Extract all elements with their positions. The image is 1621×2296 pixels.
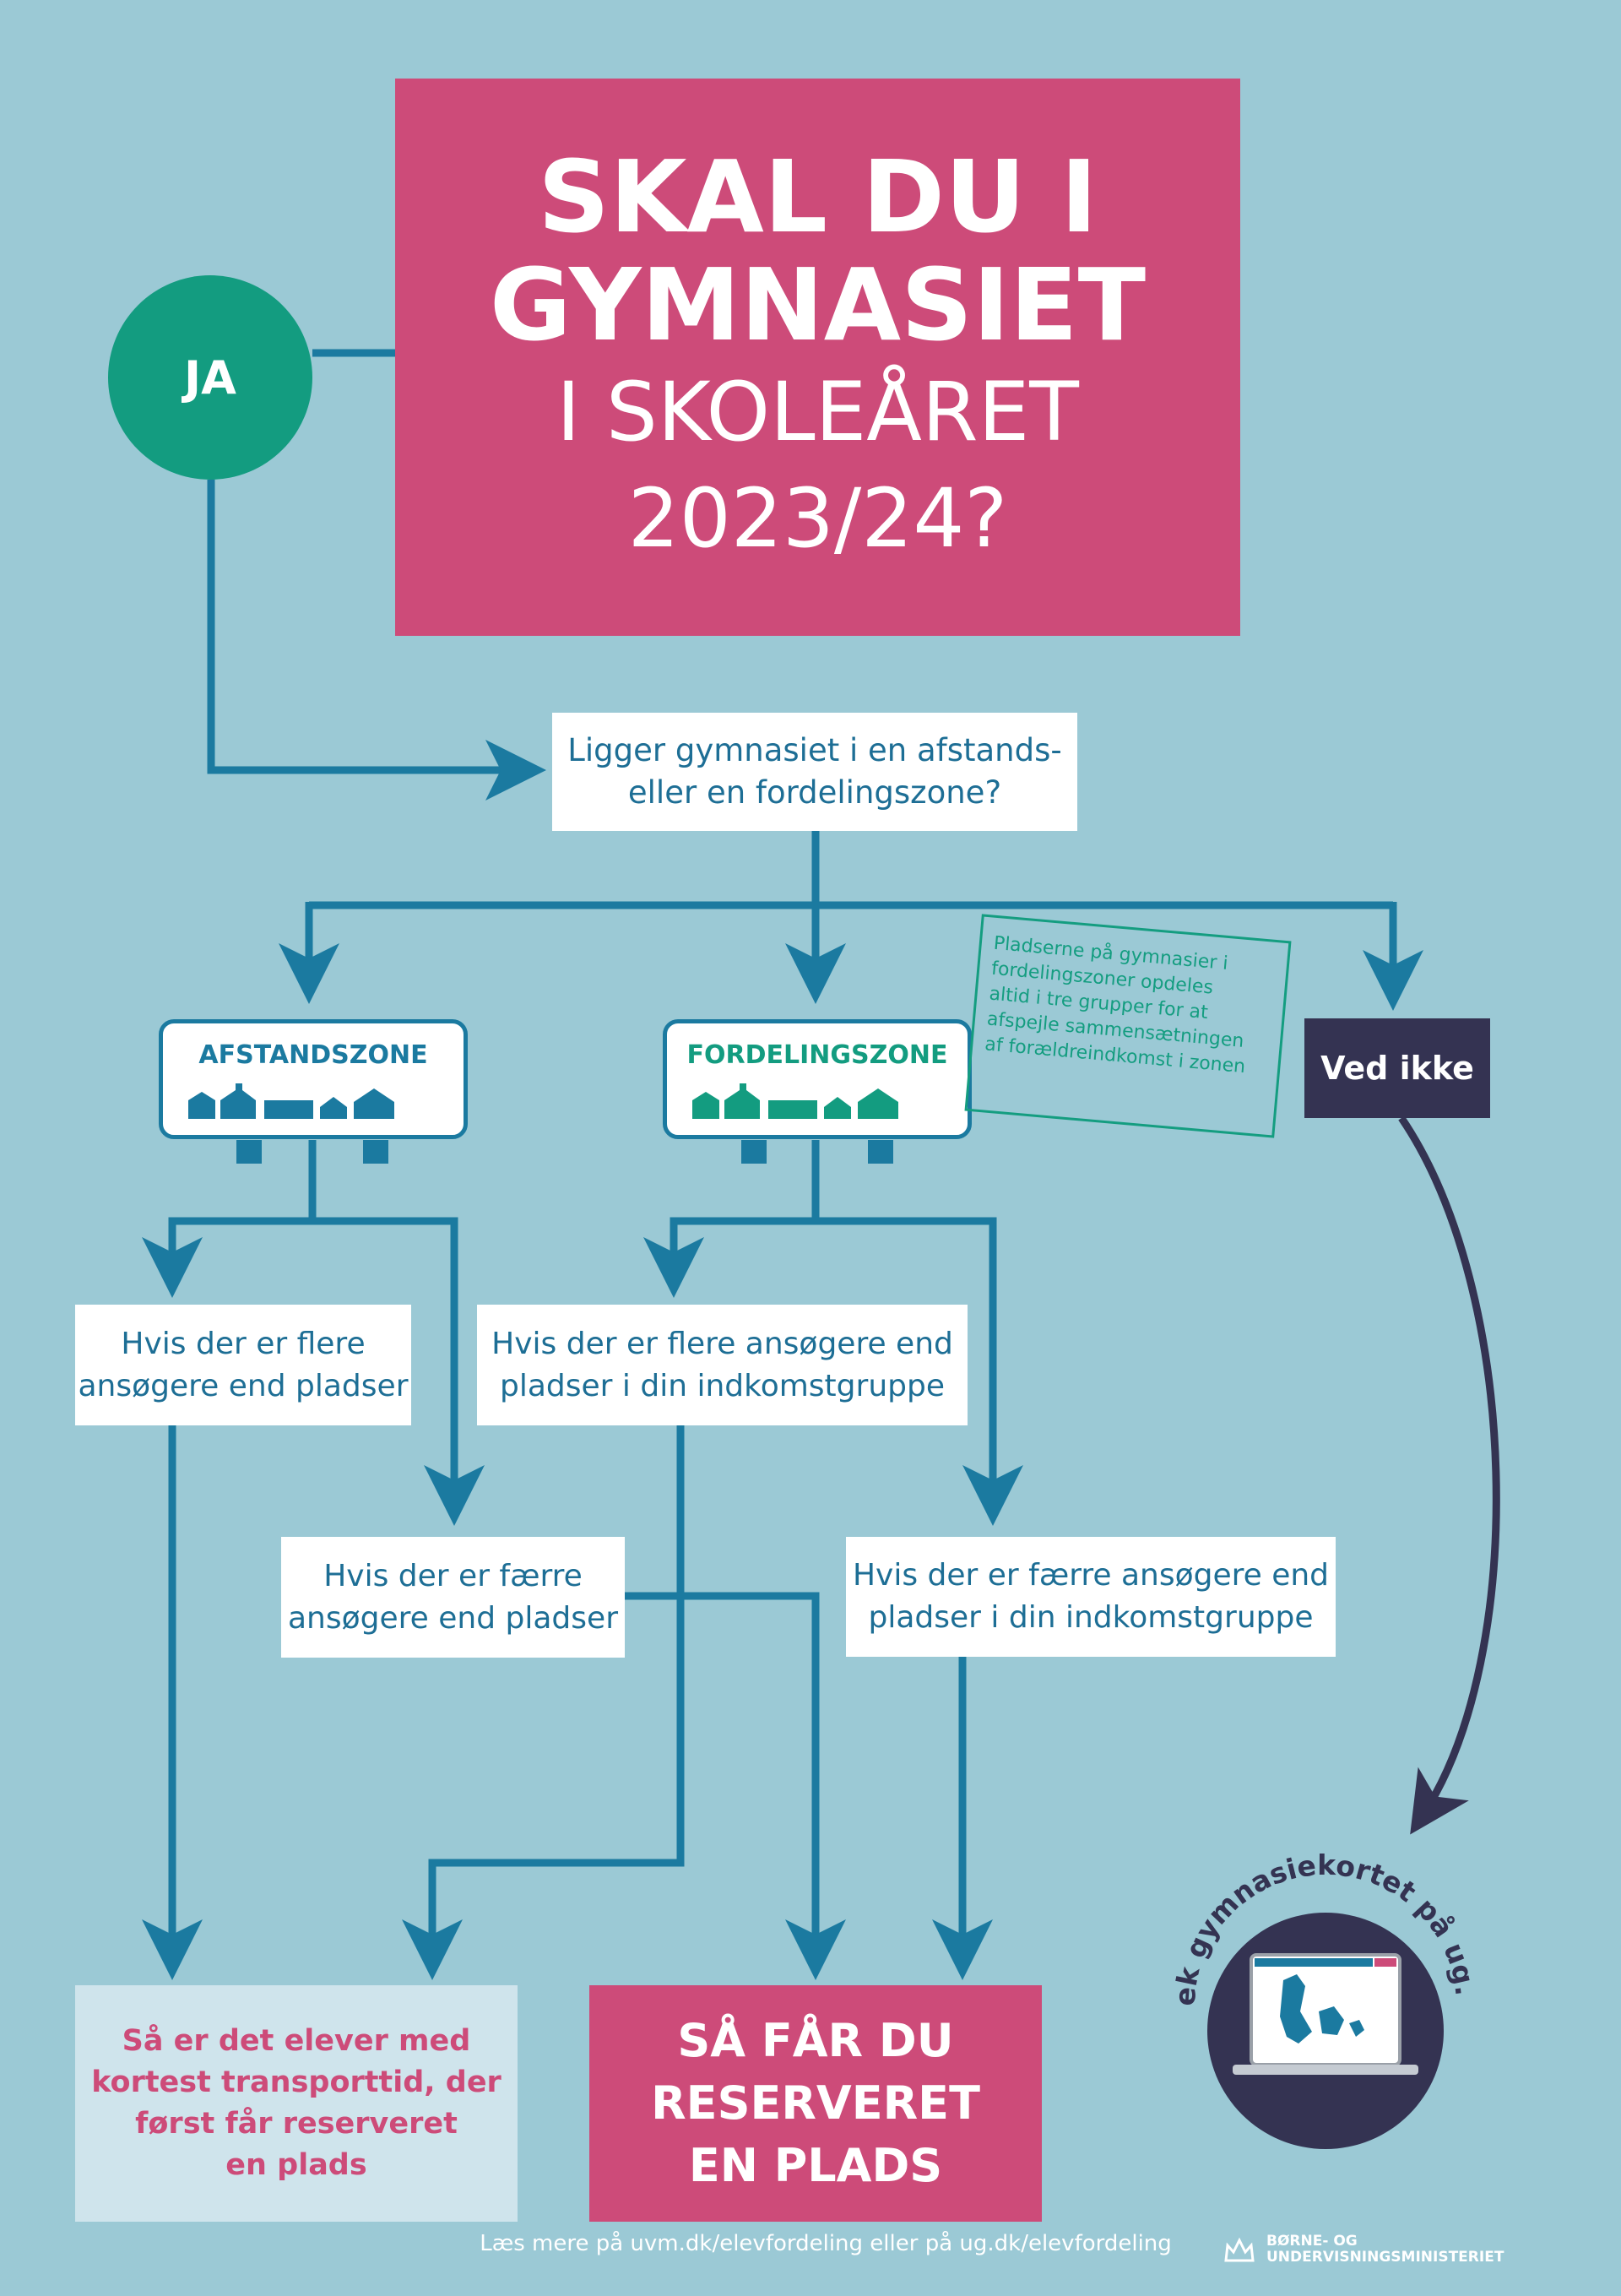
denmark-map-icon — [1280, 1974, 1364, 2044]
transport-line-3: først får reserveret — [135, 2107, 458, 2141]
title-line-3: I SKOLEÅRET — [556, 365, 1079, 459]
fordeling-flere-line-2: pladser i din indkomstgruppe — [500, 1368, 945, 1403]
transport-line-1: Så er det elever med — [122, 2024, 471, 2058]
afstand-flere-line-1: Hvis der er flere — [121, 1326, 366, 1361]
reserveret-line-1: SÅ FÅR DU — [677, 2014, 954, 2067]
question-line-2: eller en fordelingszone? — [627, 774, 1002, 811]
laptop-screen-bar-accent — [1374, 1958, 1396, 1967]
fordeling-faerre-line-1: Hvis der er færre ansøgere end — [852, 1558, 1330, 1593]
ved-ikke-label: Ved ikke — [1320, 1050, 1474, 1087]
fordeling-flere-line-1: Hvis der er flere ansøgere end — [491, 1326, 953, 1361]
wire-ja-question — [207, 480, 546, 801]
reserveret-line-3: EN PLADS — [688, 2139, 943, 2192]
title-line-4: 2023/24? — [627, 471, 1008, 566]
question-box: Ligger gymnasiet i en afstands- eller en… — [552, 713, 1077, 831]
afstand-sign-leg-left — [236, 1140, 262, 1164]
wire-afaerre-result — [625, 1592, 846, 1980]
afstand-faerre-line-2: ansøgere end pladser — [288, 1600, 618, 1636]
title-line-1: SKAL DU I — [538, 138, 1098, 255]
ved-ikke-box: Ved ikke — [1304, 1018, 1490, 1118]
afstand-sign-leg-right — [363, 1140, 388, 1164]
ja-label: JA — [184, 350, 236, 404]
houses-icon — [692, 1083, 898, 1119]
wire-fordeling-split — [643, 1140, 820, 1298]
fordeling-sign-leg-left — [741, 1140, 767, 1164]
ja-circle: JA — [108, 275, 312, 480]
ministry-logo: BØRNE- OG UNDERVISNINGSMINISTERIET — [1224, 2233, 1504, 2266]
laptop-base — [1233, 2065, 1418, 2075]
wire-fordeling-faerre — [816, 1217, 1023, 1526]
afstandszone-sign: AFSTANDSZONE — [159, 1019, 468, 1139]
wire-vedikke-map — [1398, 1115, 1500, 1835]
wire-fflere-result — [402, 1425, 685, 1980]
fordeling-sign-leg-right — [868, 1140, 893, 1164]
crown-icon — [1224, 2237, 1255, 2262]
afstandszone-label: AFSTANDSZONE — [198, 1040, 428, 1070]
title-box: SKAL DU I GYMNASIET I SKOLEÅRET 2023/24? — [395, 79, 1240, 636]
wire-afstand-split — [142, 1140, 317, 1298]
fordeling-faerre-box: Hvis der er færre ansøgere end pladser i… — [846, 1537, 1336, 1657]
afstand-faerre-box: Hvis der er færre ansøgere end pladser — [281, 1537, 625, 1658]
transport-line-4: en plads — [225, 2148, 367, 2182]
afstand-flere-box: Hvis der er flere ansøgere end pladser — [75, 1305, 411, 1425]
transport-line-2: kortest transporttid, der — [91, 2065, 501, 2099]
fordelingszone-sign: FORDELINGSZONE — [663, 1019, 972, 1139]
reserveret-line-2: RESERVERET — [651, 2076, 980, 2130]
footer-text: Læs mere på uvm.dk/elevfordeling eller p… — [480, 2231, 1172, 2256]
transport-result-box: Så er det elever med kortest transportti… — [75, 1985, 518, 2222]
fordeling-faerre-line-2: pladser i din indkomstgruppe — [868, 1600, 1314, 1635]
title-line-2: GYMNASIET — [489, 247, 1147, 363]
afstand-faerre-line-1: Hvis der er færre — [323, 1558, 583, 1593]
gymnasiekort-badge[interactable]: Tjek gymnasiekortet på ug.dk — [1131, 1790, 1520, 2179]
ministry-line-2: UNDERVISNINGSMINISTERIET — [1266, 2249, 1504, 2266]
wire-afstand-faerre — [312, 1217, 485, 1526]
fordelingszone-note: Pladserne på gymnasier i fordelingszoner… — [964, 914, 1292, 1138]
houses-icon — [188, 1083, 394, 1119]
reserveret-result-box: SÅ FÅR DU RESERVERET EN PLADS — [589, 1985, 1042, 2222]
fordelingszone-label: FORDELINGSZONE — [686, 1040, 948, 1070]
fordeling-flere-box: Hvis der er flere ansøgere end pladser i… — [477, 1305, 968, 1425]
question-line-1: Ligger gymnasiet i en afstands- — [567, 732, 1062, 768]
ministry-line-1: BØRNE- OG — [1266, 2233, 1358, 2250]
afstand-flere-line-2: ansøgere end pladser — [78, 1368, 409, 1403]
laptop-screen-bar — [1255, 1958, 1373, 1967]
